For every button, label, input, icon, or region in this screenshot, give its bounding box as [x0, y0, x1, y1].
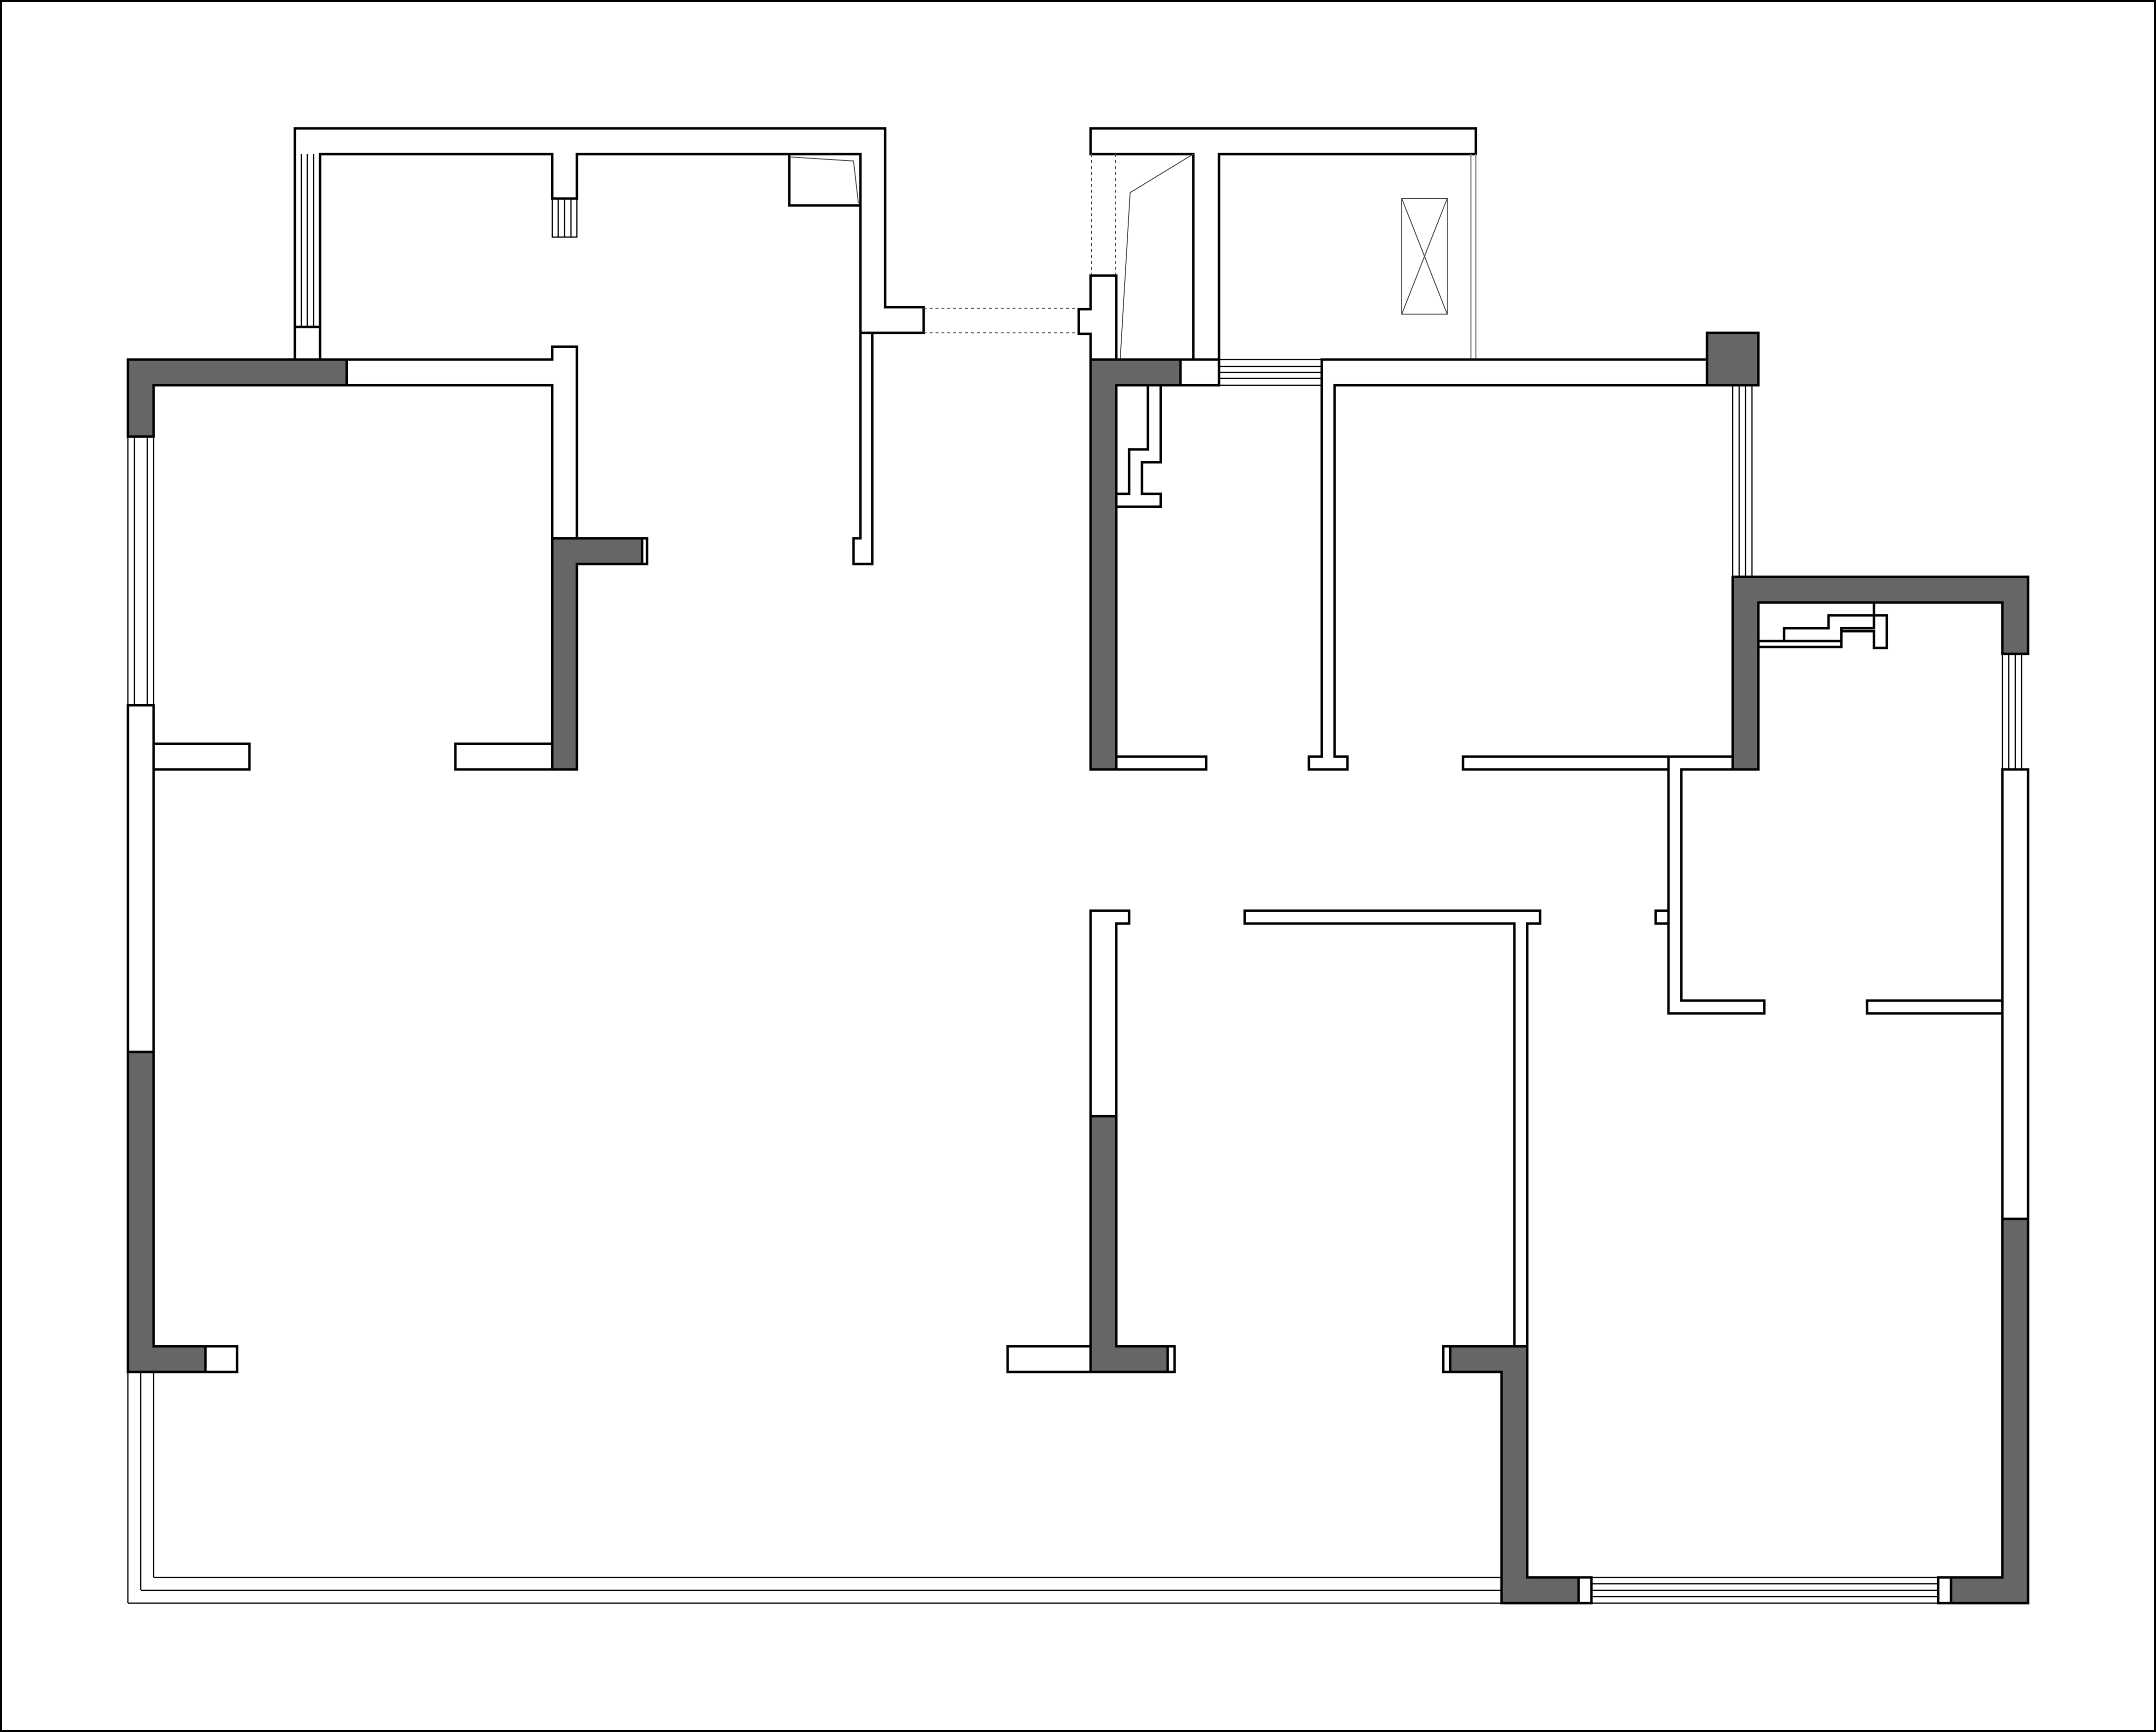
balcony-right	[1077, 127, 1477, 361]
living-dining-area	[126, 345, 1501, 1604]
sliding-door-top	[924, 308, 1079, 333]
bedroom-bottom-middle	[1006, 909, 1542, 1373]
kitchen	[1089, 358, 1322, 771]
master-bedroom	[1442, 768, 2030, 1605]
balcony-left	[293, 127, 925, 565]
bathroom	[1667, 575, 2030, 1015]
bedroom-top-right	[1307, 331, 1760, 771]
